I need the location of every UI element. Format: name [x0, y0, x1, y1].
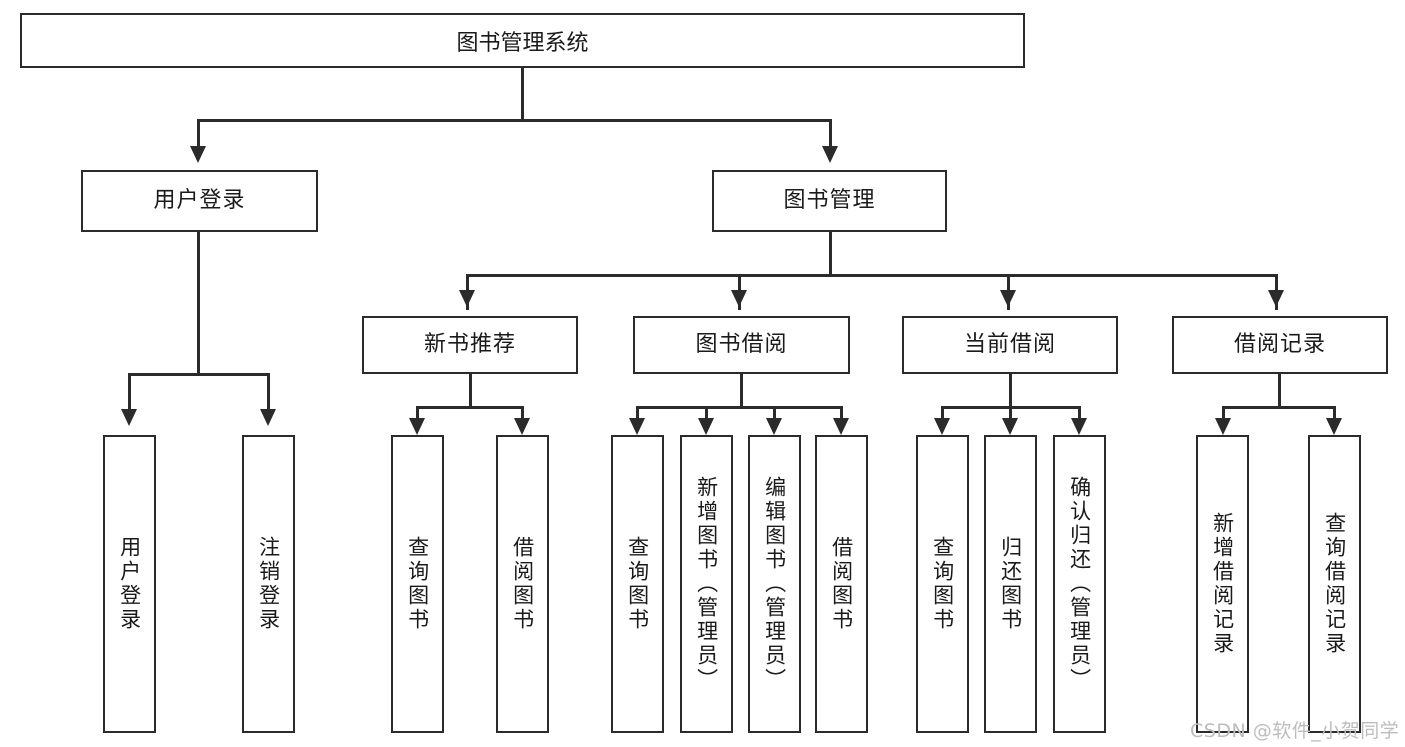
node-label: 图书管理	[783, 187, 876, 213]
node-label: 图书借阅	[695, 331, 788, 357]
arrowhead-leaf-current-borrow-2	[1002, 418, 1018, 435]
connector-level3-bus	[466, 274, 1278, 277]
connector-book-borrow-bus	[636, 406, 843, 409]
connector-drop-leaf-borrow-record-2	[1333, 406, 1336, 424]
connector-drop-leaf-current-borrow-2	[1009, 406, 1012, 424]
node-label: 新增图书（管理员）	[694, 476, 719, 692]
arrowhead-leaf-new-book-2	[514, 418, 530, 435]
node-label: 新书推荐	[423, 331, 516, 357]
node-label: 编辑图书（管理员）	[762, 476, 787, 692]
connector-level2-bus	[197, 119, 832, 122]
connector-drop-leaf-user-login-1	[128, 373, 131, 411]
connector-drop-user-login	[197, 119, 200, 149]
leaf-book-borrow-query-book[interactable]: 查询图书	[611, 435, 664, 733]
connector-borrow-record-bus	[1222, 406, 1336, 409]
arrowhead-new-book	[459, 290, 475, 307]
node-book-management[interactable]: 图书管理	[712, 170, 947, 232]
node-borrow-record[interactable]: 借阅记录	[1172, 316, 1388, 374]
connector-book-borrow-stem	[740, 374, 743, 408]
node-label: 借阅图书	[510, 536, 535, 632]
leaf-new-book-borrow-book[interactable]: 借阅图书	[496, 435, 549, 733]
leaf-current-borrow-return-book[interactable]: 归还图书	[984, 435, 1037, 733]
node-label: 新增借阅记录	[1210, 512, 1235, 656]
connector-drop-book-manage	[829, 119, 832, 149]
node-label: 用户登录	[153, 187, 246, 213]
leaf-current-borrow-confirm-return[interactable]: 确认归还（管理员）	[1053, 435, 1106, 733]
leaf-book-borrow-borrow-book[interactable]: 借阅图书	[815, 435, 868, 733]
arrowhead-leaf-current-borrow-3	[1071, 418, 1087, 435]
connector-drop-leaf-new-book-1	[416, 406, 419, 424]
leaf-borrow-record-query-record[interactable]: 查询借阅记录	[1308, 435, 1361, 733]
connector-new-book-stem	[469, 374, 472, 408]
node-label: 确认归还（管理员）	[1067, 476, 1092, 692]
connector-drop-leaf-book-borrow-4	[840, 406, 843, 424]
connector-drop-leaf-book-borrow-2	[705, 406, 708, 424]
arrowhead-leaf-current-borrow-1	[934, 418, 950, 435]
arrowhead-leaf-new-book-1	[409, 418, 425, 435]
arrowhead-leaf-book-borrow-4	[833, 418, 849, 435]
arrowhead-leaf-book-borrow-1	[629, 418, 645, 435]
node-label: 当前借阅	[963, 331, 1056, 357]
connector-drop-leaf-current-borrow-3	[1078, 406, 1081, 424]
connector-book-manage-stem	[829, 232, 832, 276]
connector-drop-leaf-user-login-2	[267, 373, 270, 411]
connector-drop-leaf-current-borrow-1	[941, 406, 944, 424]
node-label: 图书管理系统	[456, 30, 589, 56]
leaf-user-login-login[interactable]: 用户登录	[103, 435, 156, 733]
node-label: 借阅记录	[1233, 331, 1326, 357]
node-label: 用户登录	[117, 536, 142, 632]
leaf-borrow-record-add-record[interactable]: 新增借阅记录	[1196, 435, 1249, 733]
node-user-login[interactable]: 用户登录	[81, 170, 318, 232]
node-label: 查询图书	[625, 536, 650, 632]
connector-user-login-stem	[197, 232, 200, 374]
leaf-book-borrow-add-book[interactable]: 新增图书（管理员）	[680, 435, 733, 733]
arrowhead-leaf-borrow-record-2	[1326, 418, 1342, 435]
leaf-new-book-query-book[interactable]: 查询图书	[391, 435, 444, 733]
connector-drop-leaf-book-borrow-3	[773, 406, 776, 424]
node-label: 查询图书	[930, 536, 955, 632]
connector-drop-leaf-new-book-2	[521, 406, 524, 424]
leaf-current-borrow-query-book[interactable]: 查询图书	[916, 435, 969, 733]
arrowhead-user-login	[190, 146, 206, 163]
node-label: 借阅图书	[829, 536, 854, 632]
leaf-book-borrow-edit-book[interactable]: 编辑图书（管理员）	[748, 435, 801, 733]
connector-current-borrow-stem	[1009, 374, 1012, 408]
arrowhead-leaf-user-login-2	[260, 409, 276, 426]
csdn-watermark: CSDN @软件_小贺同学	[1190, 716, 1399, 743]
connector-new-book-bus	[416, 406, 524, 409]
node-label: 归还图书	[998, 536, 1023, 632]
arrowhead-book-borrow	[731, 290, 747, 307]
arrowhead-book-manage	[822, 146, 838, 163]
connector-drop-leaf-borrow-record-1	[1222, 406, 1225, 424]
connector-user-login-bus	[128, 373, 270, 376]
connector-drop-leaf-book-borrow-1	[636, 406, 639, 424]
arrowhead-leaf-borrow-record-1	[1215, 418, 1231, 435]
node-label: 查询借阅记录	[1322, 512, 1347, 656]
node-current-borrow[interactable]: 当前借阅	[902, 316, 1118, 374]
node-label: 查询图书	[405, 536, 430, 632]
arrowhead-current-borrow	[1000, 290, 1016, 307]
node-label: 注销登录	[256, 536, 281, 632]
connector-borrow-record-stem	[1278, 374, 1281, 408]
arrowhead-borrow-record	[1268, 290, 1284, 307]
leaf-user-login-logout[interactable]: 注销登录	[242, 435, 295, 733]
connector-root-stem	[521, 68, 524, 120]
watermark-text: CSDN @软件_小贺同学	[1190, 720, 1400, 742]
node-new-book-recommend[interactable]: 新书推荐	[362, 316, 578, 374]
arrowhead-leaf-user-login-1	[121, 409, 137, 426]
arrowhead-leaf-book-borrow-2	[698, 418, 714, 435]
node-root-system[interactable]: 图书管理系统	[20, 13, 1025, 68]
node-book-borrow[interactable]: 图书借阅	[633, 316, 850, 374]
arrowhead-leaf-book-borrow-3	[766, 418, 782, 435]
